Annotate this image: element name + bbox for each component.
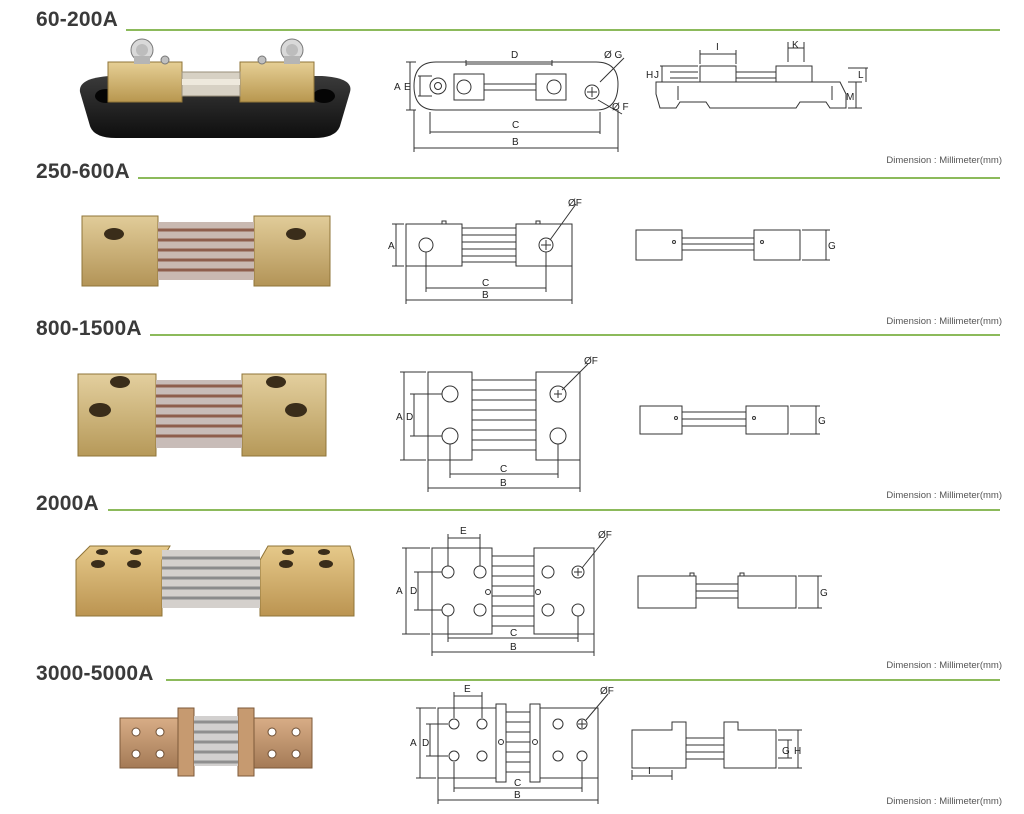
section-divider (166, 679, 1000, 681)
dim-label-b: B (514, 790, 521, 801)
dim-label-f: ØF (598, 530, 612, 541)
dim-label-b: B (510, 642, 517, 653)
dim-label-c: C (500, 464, 507, 475)
dimension-note: Dimension : Millimeter(mm) (886, 660, 1002, 671)
side-drawing-800-1500a: G (639, 405, 826, 435)
dim-label-j: J (654, 70, 659, 81)
side-drawing-3000-5000a: I G H (631, 721, 802, 780)
front-drawing-2000a: E A D C B ØF (396, 526, 612, 656)
front-drawing-60-200a: A E D C B Ø G Ø F (394, 50, 629, 152)
side-drawing-60-200a: I K H J M L (646, 40, 868, 109)
section-divider (126, 29, 1000, 31)
section-2000a: 2000A E A D C B ØF (0, 492, 1024, 671)
dim-label-g: G (782, 746, 790, 757)
shunt-photo-800-1500a (77, 373, 327, 457)
dim-label-a: A (388, 241, 395, 252)
dim-label-e: E (464, 684, 471, 695)
dim-label-c: C (514, 778, 521, 789)
dim-label-g: G (820, 588, 828, 599)
dim-label-c: C (510, 628, 517, 639)
dim-label-c: C (482, 278, 489, 289)
dim-label-phi-f: Ø F (612, 102, 629, 113)
dim-label-d: D (511, 50, 518, 61)
section-divider (138, 177, 1000, 179)
section-60-200a: 60-200A (0, 0, 1024, 166)
dimension-note: Dimension : Millimeter(mm) (886, 155, 1002, 166)
dim-label-e: E (404, 82, 411, 93)
section-250-600a: 250-600A A C B ØF G (0, 160, 1024, 327)
shunt-photo-250-600a (81, 215, 331, 287)
dim-label-h: H (646, 70, 653, 81)
dim-label-c: C (512, 120, 519, 131)
section-divider (150, 334, 1000, 336)
dim-label-phi-g: Ø G (604, 50, 623, 61)
section-800-1500a: 800-1500A A D C B ØF (0, 316, 1024, 501)
dim-label-b: B (512, 137, 519, 148)
dim-label-d: D (410, 586, 417, 597)
section-title: 3000-5000A (36, 662, 154, 685)
section-title: 800-1500A (36, 317, 142, 340)
dim-label-a: A (396, 586, 403, 597)
dim-label-l: L (858, 70, 864, 81)
side-drawing-2000a: G (637, 572, 828, 609)
dimension-note: Dimension : Millimeter(mm) (886, 796, 1002, 807)
front-drawing-3000-5000a: E A D C B ØF (410, 684, 614, 804)
dim-label-a: A (394, 82, 401, 93)
section-divider (108, 509, 1000, 511)
dim-label-f: ØF (600, 686, 614, 697)
dim-label-f: ØF (568, 198, 582, 209)
dim-label-a: A (410, 738, 417, 749)
section-title: 250-600A (36, 160, 130, 183)
dim-label-i: I (648, 766, 651, 777)
dim-label-g: G (828, 241, 836, 252)
dim-label-g: G (818, 416, 826, 427)
dimension-note: Dimension : Millimeter(mm) (886, 490, 1002, 501)
front-drawing-250-600a: A C B ØF (388, 198, 582, 304)
section-3000-5000a: 3000-5000A E A D C B (0, 662, 1024, 814)
side-drawing-250-600a: G (635, 229, 836, 261)
dim-label-k: K (792, 40, 799, 51)
dim-label-b: B (500, 478, 507, 489)
dim-label-b: B (482, 290, 489, 301)
dimension-note: Dimension : Millimeter(mm) (886, 316, 1002, 327)
shunt-photo-2000a (75, 545, 355, 617)
dim-label-a: A (396, 412, 403, 423)
dim-label-h: H (794, 746, 801, 757)
dim-label-m: M (846, 92, 854, 103)
shunt-photo-3000-5000a (119, 707, 313, 777)
dim-label-e: E (460, 526, 467, 537)
dim-label-f: ØF (584, 356, 598, 367)
shunt-photo-60-200a (79, 38, 351, 138)
front-drawing-800-1500a: A D C B ØF (396, 356, 598, 492)
section-title: 2000A (36, 492, 99, 515)
dim-label-i: I (716, 42, 719, 53)
dim-label-d: D (422, 738, 429, 749)
section-title: 60-200A (36, 8, 118, 31)
dim-label-d: D (406, 412, 413, 423)
